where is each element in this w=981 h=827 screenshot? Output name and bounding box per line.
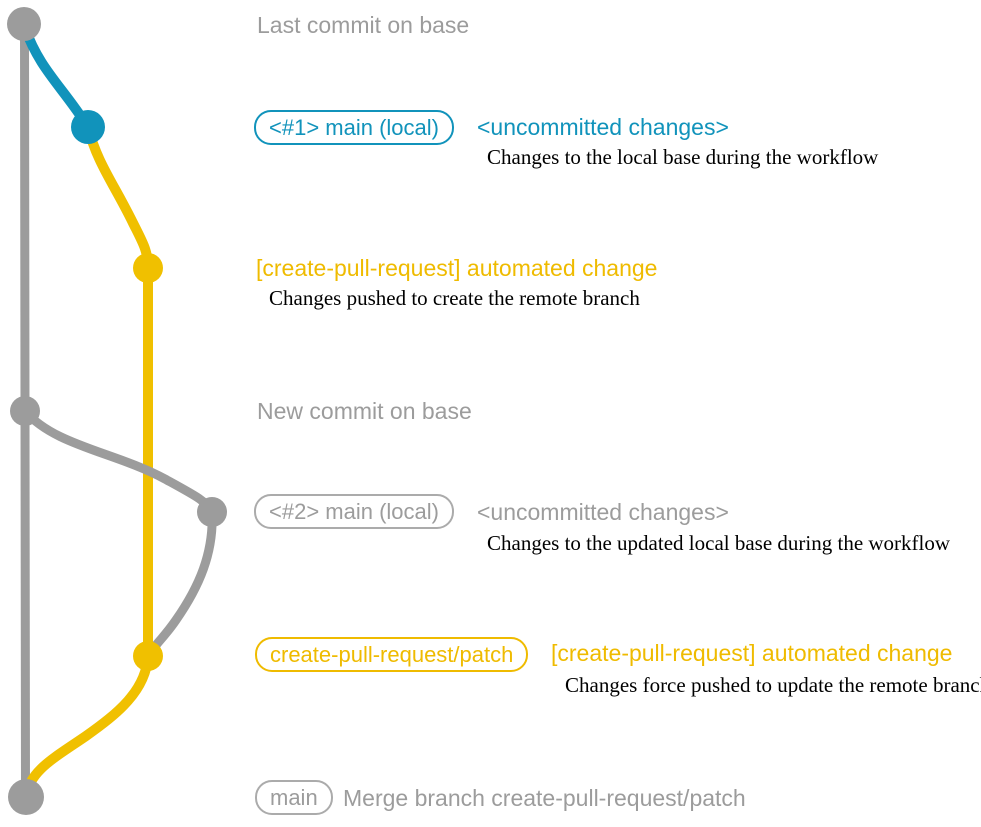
commit-message-main-local-2: <uncommitted changes> (477, 499, 729, 525)
commit-description-patch-2: Changes force pushed to update the remot… (565, 673, 981, 697)
branch-edge-main-local-1 (20, 23, 93, 132)
commit-dot-base-new (10, 396, 40, 426)
new-commit-label: New commit on base (257, 398, 472, 424)
branch-edge-patch-1 (83, 122, 153, 273)
commit-dot-merge (8, 779, 44, 815)
commit-description-patch-1: Changes pushed to create the remote bran… (269, 286, 640, 310)
commit-message-patch-1: [create-pull-request] automated change (256, 255, 658, 281)
branch-tag-main-local-1: <#1> main (local) (254, 110, 454, 145)
commit-message-main-local-1: <uncommitted changes> (477, 114, 729, 140)
commit-message-merge: Merge branch create-pull-request/patch (343, 785, 746, 811)
commit-dot-main-local-2 (197, 497, 227, 527)
branch-tag-patch: create-pull-request/patch (255, 637, 529, 672)
merge-edge-patch-to-main (21, 651, 153, 802)
merge-edge-main2-to-patch (144, 507, 217, 661)
commit-dot-base-last (7, 7, 41, 41)
branch-tag-main-local-2: <#2> main (local) (254, 494, 454, 529)
commit-message-patch-2: [create-pull-request] automated change (551, 640, 953, 666)
branch-edge-main-local-2 (20, 406, 217, 517)
commit-dot-main-local-1 (71, 110, 105, 144)
branch-tag-main: main (255, 780, 333, 815)
commit-description-main-local-2: Changes to the updated local base during… (487, 531, 951, 555)
commit-dot-patch-1 (133, 253, 163, 283)
commit-description-main-local-1: Changes to the local base during the wor… (487, 145, 879, 169)
last-commit-label: Last commit on base (257, 12, 470, 38)
commit-dot-patch-2 (133, 641, 163, 671)
